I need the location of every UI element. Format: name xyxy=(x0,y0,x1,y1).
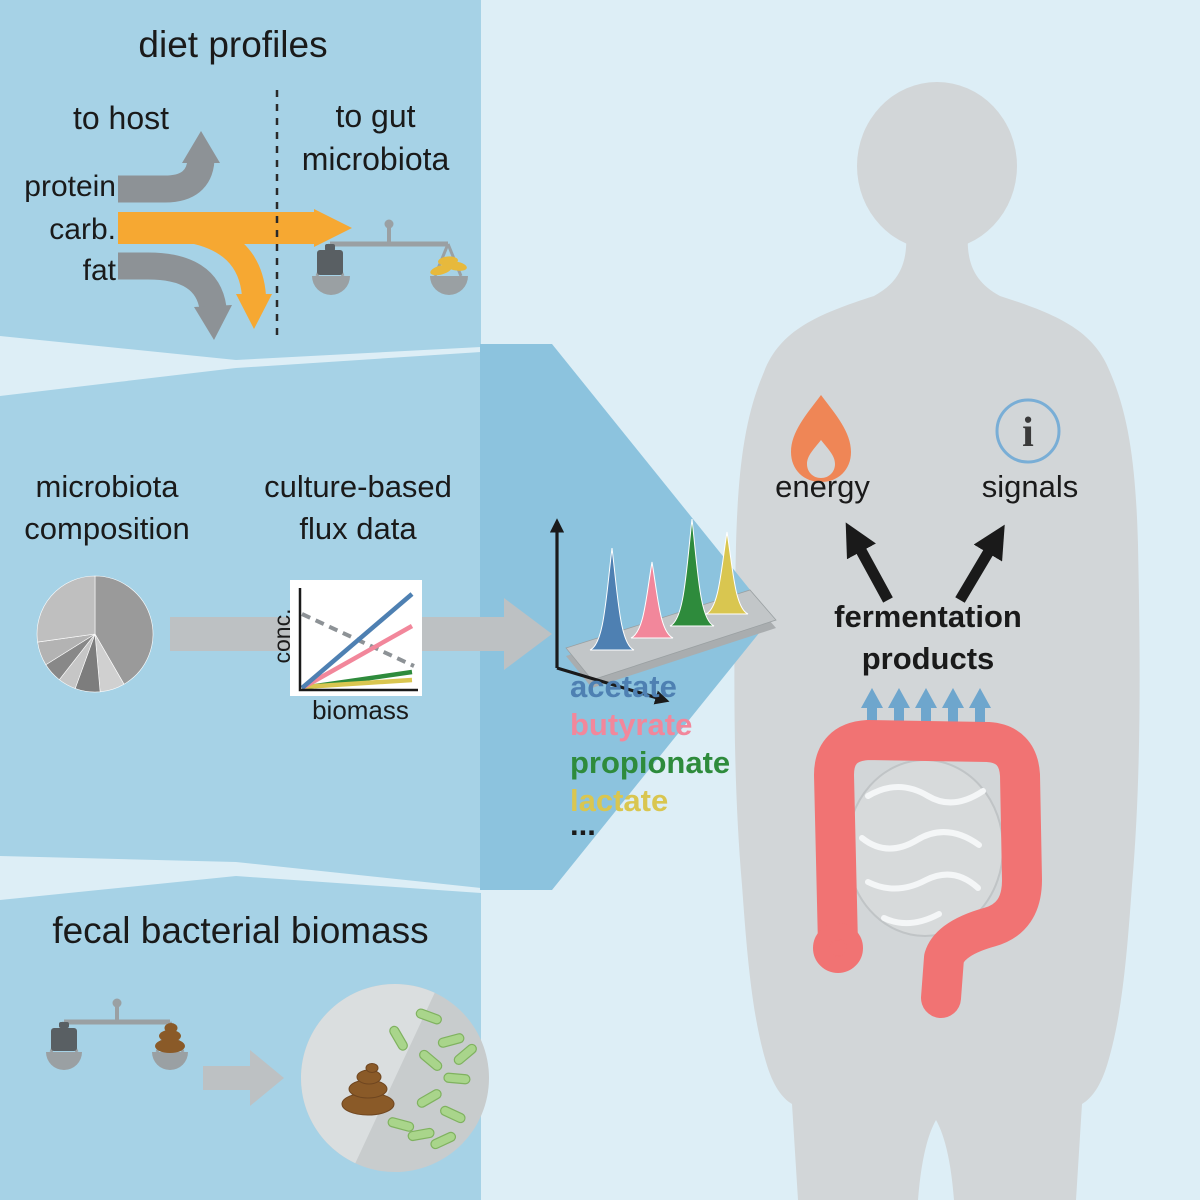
poop-icon xyxy=(341,1063,395,1116)
lactate-label: lactate xyxy=(570,783,669,818)
fecal-panel-title: fecal bacterial biomass xyxy=(52,910,429,951)
energy-label: energy xyxy=(775,469,870,504)
acetate-label: acetate xyxy=(570,669,677,704)
culture-label-line1: culture-based xyxy=(264,469,452,504)
signals-label: signals xyxy=(981,469,1079,504)
metabolites-ellipsis: ... xyxy=(570,807,596,842)
bacteria-icon xyxy=(387,1008,477,1150)
flame-icon xyxy=(791,395,851,482)
diet-flow-arrows xyxy=(118,131,352,340)
info-icon: i xyxy=(995,398,1061,464)
microbiota-label-line1: microbiota xyxy=(35,469,179,504)
large-intestine-icon xyxy=(813,720,1042,1018)
to-gut-label-line2: microbiota xyxy=(301,141,450,177)
y-axis-label: conc. xyxy=(269,608,295,664)
weight-icon xyxy=(317,244,343,275)
carb-label: carb. xyxy=(49,213,116,246)
arrow-to-energy xyxy=(845,522,893,603)
arrow-to-signals xyxy=(955,524,1005,603)
poop-icon xyxy=(155,1023,185,1053)
flux-3d-plot-icon xyxy=(549,518,777,705)
butyrate-label: butyrate xyxy=(570,707,693,742)
propionate-label: propionate xyxy=(570,745,731,780)
grain-icon xyxy=(430,256,467,276)
weight-icon xyxy=(51,1022,77,1051)
petri-dish-icon xyxy=(301,984,489,1172)
x-axis-label: biomass xyxy=(312,695,409,725)
to-host-label: to host xyxy=(72,100,170,136)
fat-label: fat xyxy=(82,254,116,287)
arrow-panel-bg xyxy=(480,344,772,890)
fermentation-label-line1: fermentation xyxy=(834,599,1022,634)
line-chart-icon xyxy=(290,580,422,696)
fermentation-label-line2: products xyxy=(861,641,995,676)
balance-scale-icon xyxy=(312,219,468,295)
to-gut-label-line1: to gut xyxy=(335,98,416,134)
diet-panel-title: diet profiles xyxy=(138,24,328,65)
fecal-arrow-icon xyxy=(203,1050,284,1106)
pie-chart-icon xyxy=(36,575,154,693)
info-char: i xyxy=(1022,410,1034,456)
culture-label-line2: flux data xyxy=(299,511,417,546)
fermentation-arrows xyxy=(861,688,991,740)
fecal-scale-icon xyxy=(46,998,188,1070)
small-intestine-icon xyxy=(846,759,1004,937)
protein-label: protein xyxy=(24,170,116,203)
microbiota-label-line2: composition xyxy=(24,511,190,546)
